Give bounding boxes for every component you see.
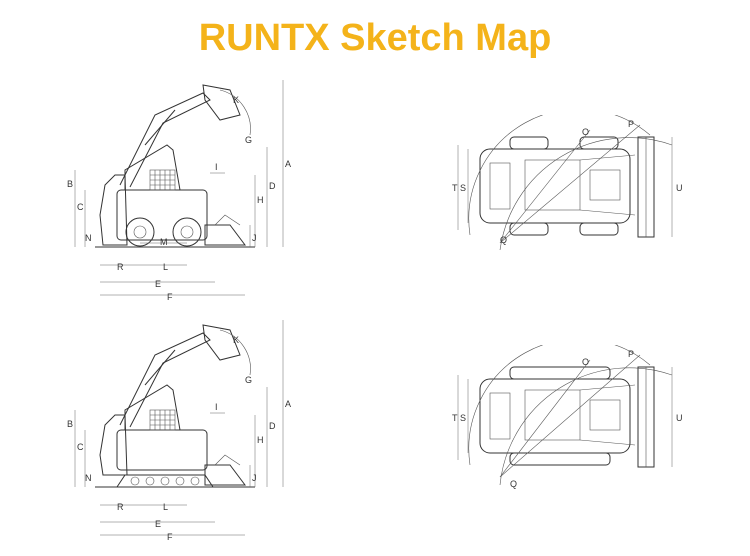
label-R: R <box>117 262 124 272</box>
wheeled-top-view: O P Q S T U <box>440 115 690 260</box>
label-F: F <box>167 292 173 302</box>
label-R: R <box>117 502 124 512</box>
label-H: H <box>257 195 264 205</box>
page-title: RUNTX Sketch Map <box>198 17 552 59</box>
label-A: A <box>285 159 291 169</box>
label-N: N <box>85 233 92 243</box>
label-S: S <box>460 413 466 423</box>
label-N: N <box>85 473 92 483</box>
label-O: O <box>582 127 589 137</box>
label-T: T <box>452 183 458 193</box>
label-E: E <box>155 519 161 529</box>
label-A: A <box>285 399 291 409</box>
label-U: U <box>676 413 683 423</box>
tracked-top-view: O P Q S T U <box>440 345 690 495</box>
label-C: C <box>77 442 84 452</box>
label-J: J <box>252 473 257 483</box>
label-S: S <box>460 183 466 193</box>
label-I: I <box>215 402 218 412</box>
label-B: B <box>67 419 73 429</box>
label-G: G <box>245 135 252 145</box>
label-O: O <box>582 357 589 367</box>
label-H: H <box>257 435 264 445</box>
label-K: K <box>233 95 239 105</box>
label-L: L <box>163 502 168 512</box>
wheeled-side-view: A B C D E F G H I J K L M N R <box>55 75 295 305</box>
tracked-side-view: A B C D E F G H I J K L N R <box>55 315 295 550</box>
label-Q: Q <box>500 235 507 245</box>
label-C: C <box>77 202 84 212</box>
label-L: L <box>163 262 168 272</box>
label-U: U <box>676 183 683 193</box>
label-M: M <box>160 237 168 247</box>
label-F: F <box>167 532 173 542</box>
label-I: I <box>215 162 218 172</box>
label-D: D <box>269 421 276 431</box>
label-K: K <box>233 335 239 345</box>
label-D: D <box>269 181 276 191</box>
label-G: G <box>245 375 252 385</box>
label-B: B <box>67 179 73 189</box>
label-P: P <box>628 349 634 359</box>
label-T: T <box>452 413 458 423</box>
label-P: P <box>628 119 634 129</box>
label-J: J <box>252 233 257 243</box>
label-E: E <box>155 279 161 289</box>
label-Q: Q <box>510 479 517 489</box>
